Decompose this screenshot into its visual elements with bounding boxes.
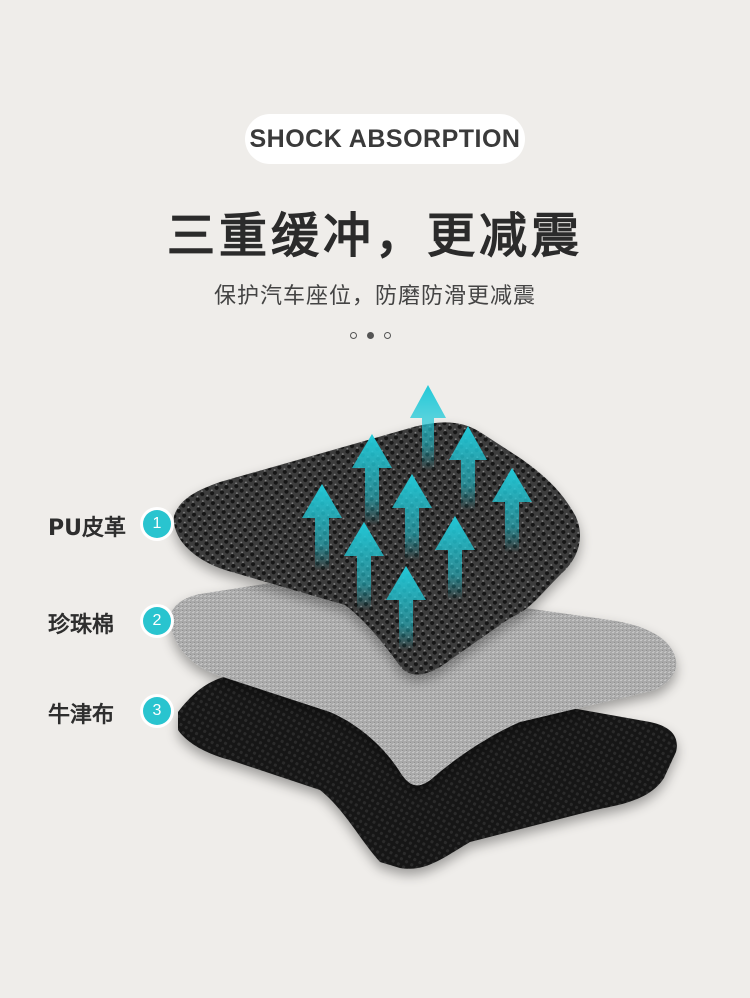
- layer-label-pearl-foam: 珍珠棉: [48, 613, 115, 638]
- arrow-icon: [302, 484, 342, 570]
- page-title: 三重缓冲，更减震: [166, 208, 583, 264]
- layer-label-pu-leather: PU皮革: [48, 516, 126, 541]
- arrow-icon: [435, 516, 475, 600]
- carousel-dot-3[interactable]: [384, 332, 391, 339]
- arrow-icon: [410, 385, 446, 470]
- carousel-indicator[interactable]: [350, 332, 391, 339]
- arrow-icon: [492, 468, 532, 552]
- pearl-foam-layer: [170, 578, 677, 786]
- arrow-icon: [392, 474, 432, 560]
- shock-absorption-badge: SHOCK ABSORPTION: [245, 114, 525, 164]
- carousel-dot-2[interactable]: [367, 332, 374, 339]
- layer-label-oxford-cloth: 牛津布: [48, 703, 115, 728]
- page-subtitle: 保护汽车座位，防磨防滑更减震: [213, 284, 536, 309]
- arrow-icon: [449, 426, 487, 510]
- arrow-icon: [352, 434, 392, 525]
- layer-number-1: 1: [143, 510, 171, 538]
- arrow-icon: [344, 522, 384, 610]
- upward-arrows: [302, 385, 532, 650]
- layer-number-2: 2: [143, 607, 171, 635]
- carousel-dot-1[interactable]: [350, 332, 357, 339]
- layer-number-3: 3: [143, 697, 171, 725]
- arrow-icon: [386, 566, 426, 650]
